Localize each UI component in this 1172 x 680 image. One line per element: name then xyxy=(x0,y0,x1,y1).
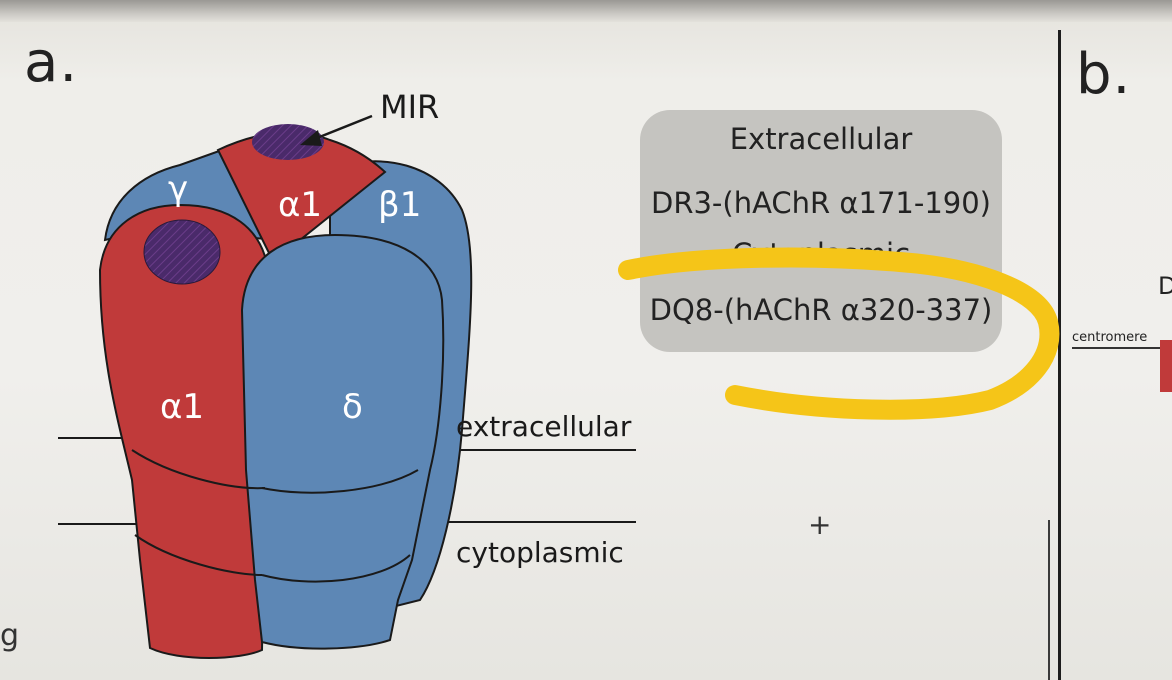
panel-b-edge-letter: D xyxy=(1158,272,1172,300)
mir-arrow-head xyxy=(300,130,322,146)
centromere-label: centromere xyxy=(1072,330,1148,345)
delta-segment-line-1 xyxy=(261,469,419,494)
yellow-highlight-stroke xyxy=(618,247,1060,420)
top-shadow-band xyxy=(0,0,1172,22)
panel-b-label: b. xyxy=(1076,42,1132,107)
gamma-label: γ xyxy=(168,169,188,209)
mir-region-front xyxy=(143,219,221,285)
panel-divider-secondary xyxy=(1048,520,1050,680)
edge-text-fragment: g xyxy=(0,618,20,653)
delta-label: δ xyxy=(342,387,363,427)
mir-region-top xyxy=(252,124,324,160)
alpha1-segment-line-2 xyxy=(134,534,263,576)
panel-a-label: a. xyxy=(24,30,79,95)
crosshair-plus: + xyxy=(808,508,832,541)
mir-label: MIR xyxy=(380,88,439,126)
alpha1-segment-line-1 xyxy=(131,449,266,490)
alpha1-top-label: α1 xyxy=(278,185,322,225)
extracellular-label: extracellular xyxy=(456,410,632,443)
panel-b-red-block xyxy=(1160,340,1172,392)
beta1-label: β1 xyxy=(378,185,421,225)
extracellular-heading: Extracellular xyxy=(729,122,913,156)
mir-arrow-line xyxy=(311,114,373,142)
alpha1-top-subunit xyxy=(216,131,387,257)
cytoplasmic-label: cytoplasmic xyxy=(456,536,624,569)
epitope-info-box: Extracellular DR3-(hAChR α171-190) Cytop… xyxy=(640,110,1002,352)
alpha1-front-label: α1 xyxy=(160,387,204,427)
delta-subunit xyxy=(240,233,445,650)
alpha1-front-subunit xyxy=(98,203,270,659)
dq8-epitope: DQ8-(hAChR α320-337) xyxy=(649,293,993,327)
dr3-epitope: DR3-(hAChR α171-190) xyxy=(650,186,991,220)
delta-segment-line-2 xyxy=(261,554,411,583)
centromere-line xyxy=(1072,347,1162,349)
panel-divider xyxy=(1058,30,1061,680)
